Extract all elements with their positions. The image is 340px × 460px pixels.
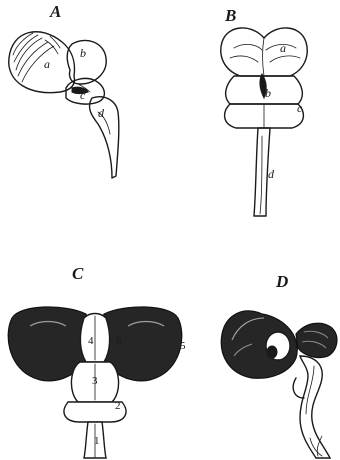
panel-a-midbrain xyxy=(67,40,106,84)
panel-b-label-b: b xyxy=(265,86,271,100)
panel-b-label-a: a xyxy=(280,41,286,55)
panel-b-hemispheres xyxy=(221,28,307,76)
panel-c-label-5: 5 xyxy=(180,340,186,352)
panel-a-label-a: a xyxy=(44,57,50,71)
panel-b-drawing: a b c d xyxy=(221,28,307,216)
panel-d-dark-spot xyxy=(267,346,277,358)
panel-d-drawing xyxy=(221,311,337,458)
panel-c-label-2: 2 xyxy=(115,400,121,412)
panel-a-medulla xyxy=(90,97,119,178)
panel-c-label-3: 3 xyxy=(92,375,98,387)
panel-d-optic-nerve xyxy=(293,378,304,398)
panel-b-label-c: c xyxy=(297,101,303,115)
panel-c-label-6: 6 xyxy=(116,335,122,347)
panel-b-label-d: d xyxy=(268,167,275,181)
panel-a-hemisphere-hatching xyxy=(13,33,60,82)
panel-d-brainstem xyxy=(300,356,330,458)
panel-c-label-1: 1 xyxy=(94,435,100,447)
panel-a-drawing: a b c d xyxy=(9,32,119,178)
panel-a-label-c: c xyxy=(80,88,86,102)
panel-a-label-b: b xyxy=(80,46,86,60)
panel-d-cerebellum xyxy=(296,323,337,357)
panel-c-drawing: 2 3 4 5 6 1 xyxy=(8,307,186,458)
panel-a-label-d: d xyxy=(98,106,105,120)
panel-c-label-4: 4 xyxy=(88,335,94,347)
